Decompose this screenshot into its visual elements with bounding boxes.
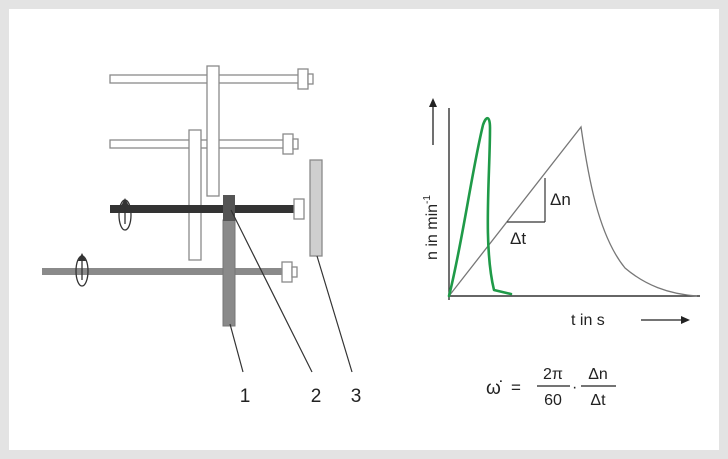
dark-shaft-rotation-icon (118, 198, 132, 231)
part-label-2: 2 (311, 386, 322, 407)
leader-2 (230, 209, 313, 373)
upper-shaft-end (307, 73, 314, 85)
upper-lever (206, 65, 220, 197)
slope-triangle (507, 178, 546, 223)
middle-shaft-collar (282, 133, 294, 155)
lower-shaft (42, 268, 287, 275)
y-axis-arrow-icon (429, 98, 437, 145)
x-axis-arrow-icon (641, 316, 690, 324)
leader-3 (316, 255, 353, 373)
x-axis-label: t in s (571, 312, 605, 329)
formula-lhs: ω̇ (486, 378, 502, 399)
y-axis-exponent: -1 (422, 195, 433, 204)
formula-equals: = (511, 378, 521, 397)
y-axis-label-text: n in min (424, 204, 441, 260)
speed-curve-green (447, 116, 513, 298)
lower-shaft-rotation-icon (75, 253, 89, 287)
speed-curve-thin (448, 125, 698, 297)
fraction2-denominator: Δt (590, 392, 606, 409)
lever-part-1 (222, 219, 236, 327)
part-label-3: 3 (351, 386, 362, 407)
coupling-part-2 (223, 195, 235, 221)
delta-n-label: Δn (550, 190, 571, 209)
part-label-1: 1 (240, 386, 251, 407)
leader-1 (229, 323, 244, 373)
middle-lever (188, 129, 202, 261)
dark-shaft-collar (293, 198, 305, 220)
angular-acceleration-formula: ω̇ = 2π 60 · Δn Δt (486, 366, 616, 409)
mechanism: 1 2 3 (42, 65, 362, 407)
upper-shaft-collar (297, 68, 309, 90)
delta-t-label: Δt (510, 229, 526, 248)
lower-shaft-collar (281, 261, 293, 283)
middle-shaft-end (292, 138, 299, 150)
dark-shaft (110, 205, 300, 213)
flywheel-part-3 (309, 159, 323, 257)
fraction1-numerator: 2π (543, 366, 563, 383)
fraction1-denominator: 60 (544, 392, 562, 409)
speed-graph: n in min-1 t in s Δn Δt (422, 98, 700, 329)
fraction2-numerator: Δn (588, 366, 608, 383)
y-axis-label: n in min-1 (422, 195, 441, 260)
formula-dot: · (572, 379, 577, 396)
lower-shaft-end (291, 266, 298, 278)
